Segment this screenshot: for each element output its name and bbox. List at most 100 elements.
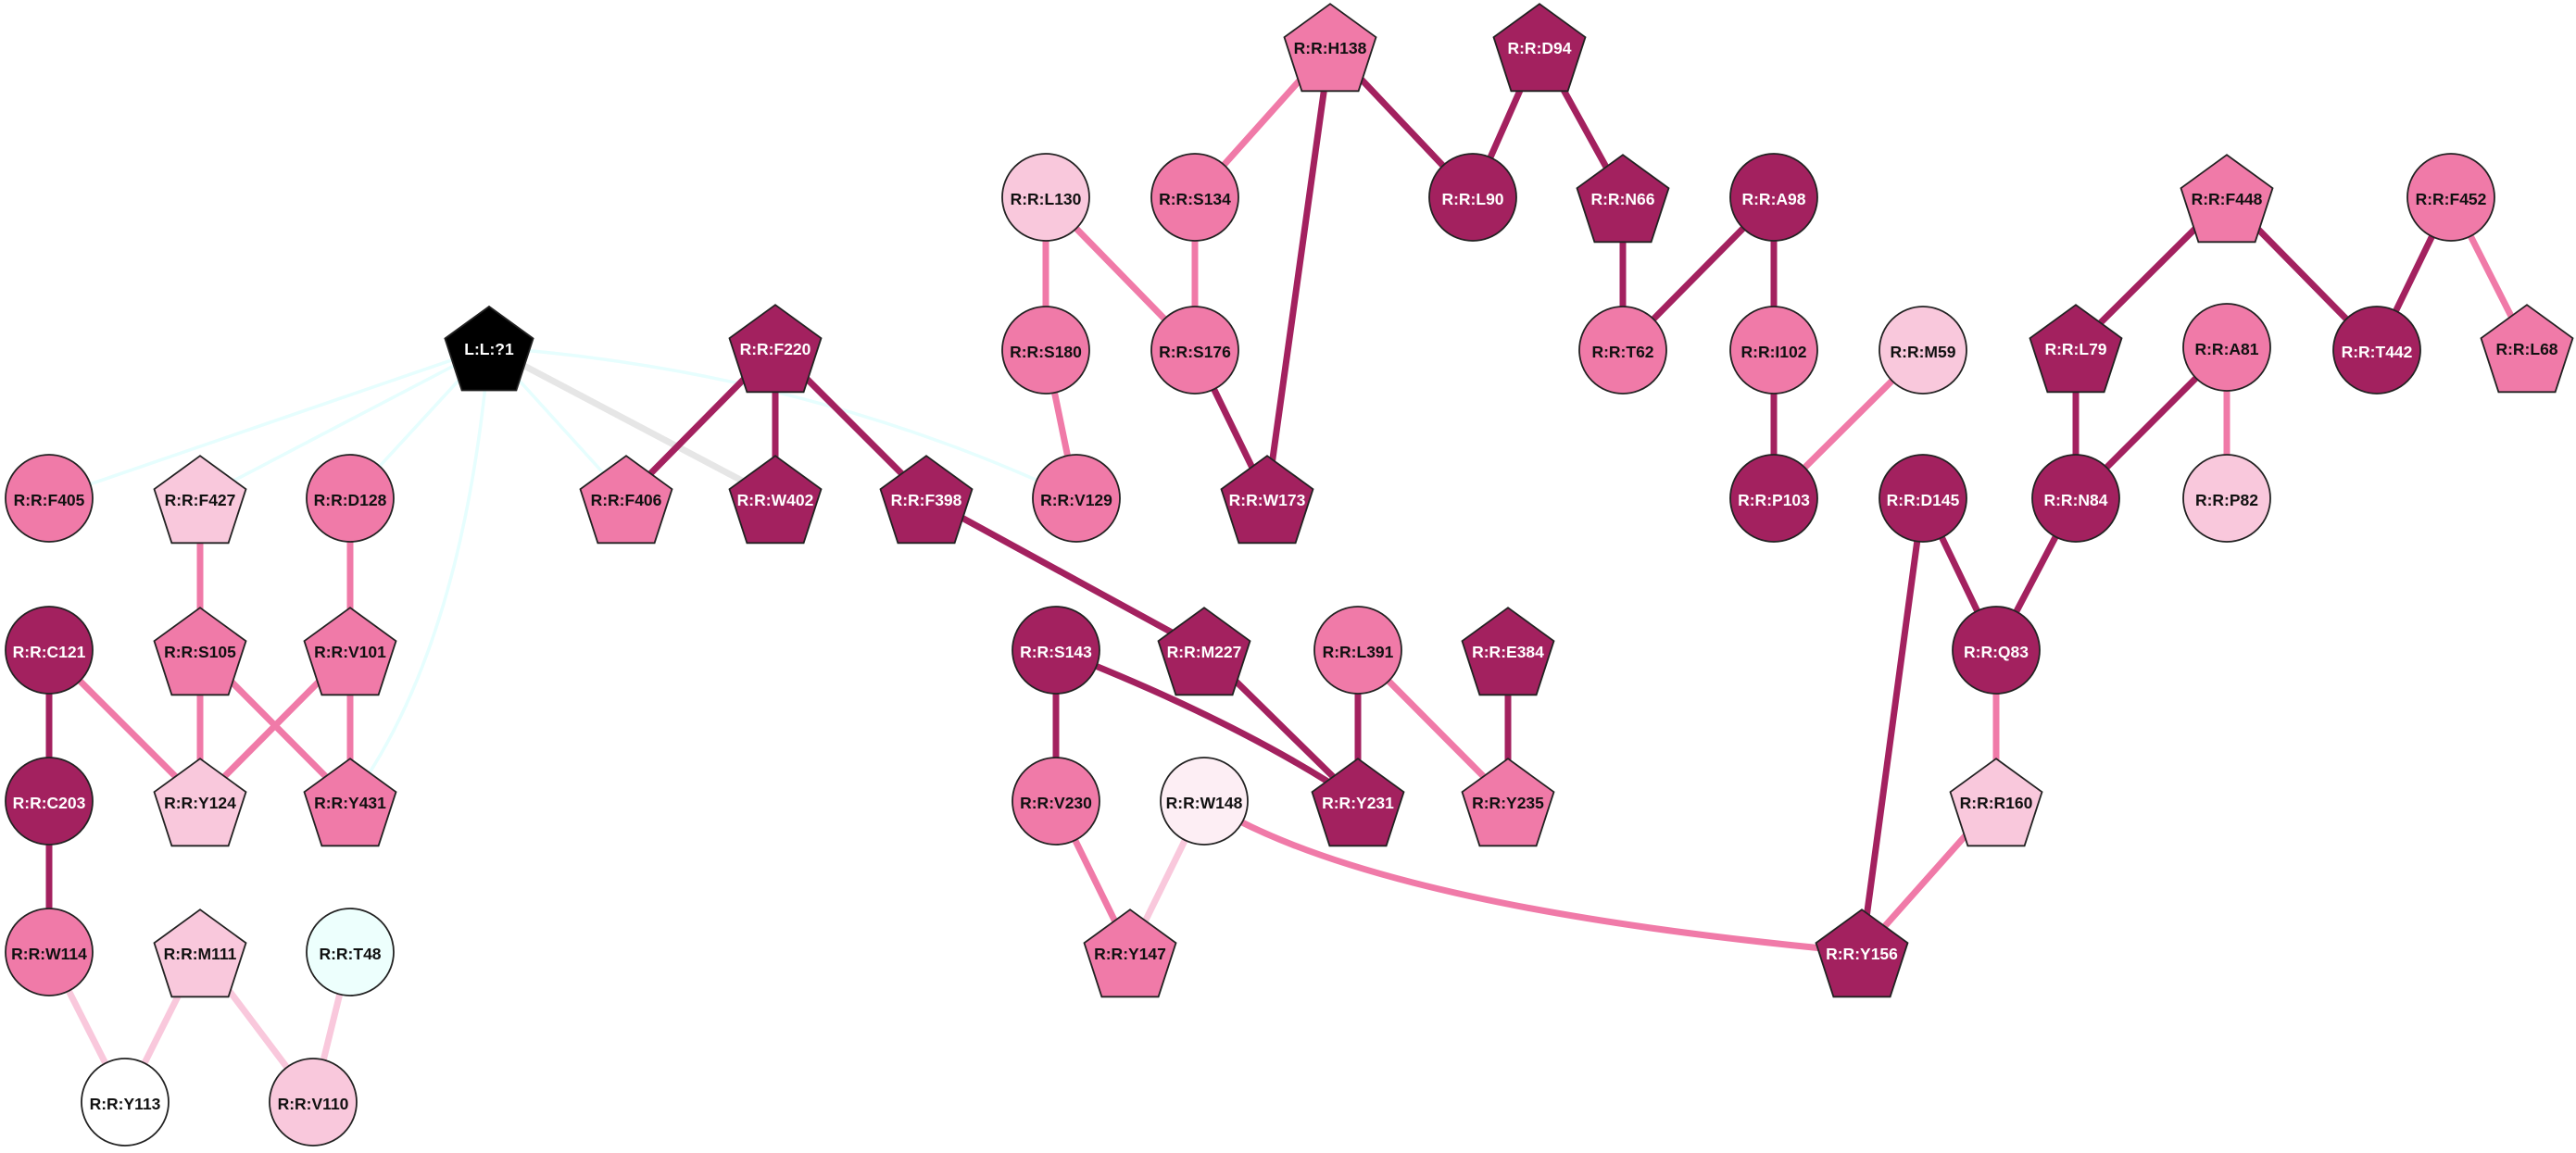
node-label: R:R:V129 bbox=[1040, 491, 1112, 509]
node-r-r-h138[interactable]: R:R:H138 bbox=[1283, 3, 1377, 93]
node-label: R:R:T62 bbox=[1591, 343, 1653, 361]
node-pentagon bbox=[1220, 455, 1314, 545]
node-r-r-v110[interactable]: R:R:V110 bbox=[269, 1058, 358, 1147]
node-r-r-n84[interactable]: R:R:N84 bbox=[2031, 454, 2120, 543]
node-circle bbox=[306, 908, 395, 996]
node-circle bbox=[269, 1058, 358, 1147]
node-circle bbox=[5, 454, 94, 543]
node-r-r-m59[interactable]: R:R:M59 bbox=[1879, 306, 1967, 395]
node-r-r-s180[interactable]: R:R:S180 bbox=[1001, 306, 1090, 395]
node-label: R:R:W402 bbox=[737, 491, 814, 509]
edge-l-l-1-r-r-y431 bbox=[348, 345, 491, 803]
node-r-r-m111[interactable]: R:R:M111 bbox=[153, 909, 247, 998]
node-pentagon bbox=[153, 909, 247, 998]
node-r-r-p103[interactable]: R:R:P103 bbox=[1729, 454, 1818, 543]
node-r-r-d128[interactable]: R:R:D128 bbox=[306, 454, 395, 543]
node-r-r-f448[interactable]: R:R:F448 bbox=[2180, 154, 2274, 244]
edge-r-r-d145-r-r-y156 bbox=[1858, 495, 1927, 956]
node-r-r-a81[interactable]: R:R:A81 bbox=[2182, 303, 2271, 392]
edge-l-l-1-r-r-f427 bbox=[198, 345, 491, 500]
node-r-r-f452[interactable]: R:R:F452 bbox=[2406, 153, 2495, 242]
node-r-r-y147[interactable]: R:R:Y147 bbox=[1083, 909, 1177, 998]
node-r-r-t442[interactable]: R:R:T442 bbox=[2332, 306, 2421, 395]
node-r-r-s134[interactable]: R:R:S134 bbox=[1150, 153, 1239, 242]
node-r-r-t48[interactable]: R:R:T48 bbox=[306, 908, 395, 996]
node-label: R:R:P82 bbox=[2195, 491, 2258, 509]
edge-r-r-h138-r-r-w173 bbox=[1263, 43, 1334, 502]
node-r-r-n66[interactable]: R:R:N66 bbox=[1576, 154, 1670, 244]
node-r-r-e384[interactable]: R:R:E384 bbox=[1461, 607, 1555, 696]
node-r-r-f406[interactable]: R:R:F406 bbox=[579, 455, 673, 545]
node-r-r-s105[interactable]: R:R:S105 bbox=[153, 607, 247, 696]
node-pentagon bbox=[1461, 607, 1555, 696]
node-label: R:R:F220 bbox=[740, 340, 811, 358]
node-r-r-v230[interactable]: R:R:V230 bbox=[1012, 757, 1100, 846]
node-r-r-l90[interactable]: R:R:L90 bbox=[1428, 153, 1517, 242]
node-label: R:R:V230 bbox=[1020, 794, 1092, 812]
node-label: R:R:S180 bbox=[1010, 343, 1082, 361]
node-r-r-m227[interactable]: R:R:M227 bbox=[1157, 607, 1251, 696]
node-circle bbox=[1160, 757, 1249, 846]
node-l-l-1[interactable]: L:L:?1 bbox=[444, 305, 534, 392]
node-label: R:R:L79 bbox=[2044, 340, 2106, 358]
node-label: R:R:M227 bbox=[1167, 643, 1242, 661]
node-label: R:R:F405 bbox=[14, 491, 85, 509]
node-r-r-l391[interactable]: R:R:L391 bbox=[1313, 606, 1402, 695]
node-r-r-c121[interactable]: R:R:C121 bbox=[5, 606, 94, 695]
node-pentagon bbox=[444, 305, 534, 392]
edge-l-l-1-r-r-w402 bbox=[485, 344, 779, 502]
node-r-r-p82[interactable]: R:R:P82 bbox=[2182, 454, 2271, 543]
node-circle bbox=[1428, 153, 1517, 242]
node-r-r-r160[interactable]: R:R:R160 bbox=[1949, 758, 2043, 847]
node-pentagon bbox=[1311, 758, 1405, 847]
node-pentagon bbox=[879, 455, 974, 545]
node-r-r-i102[interactable]: R:R:I102 bbox=[1729, 306, 1818, 395]
node-r-r-w148[interactable]: R:R:W148 bbox=[1160, 757, 1249, 846]
node-label: R:R:Y231 bbox=[1322, 794, 1394, 812]
node-label: L:L:?1 bbox=[464, 340, 514, 358]
node-circle bbox=[1729, 454, 1818, 543]
node-r-r-f220[interactable]: R:R:F220 bbox=[728, 304, 823, 394]
node-r-r-y156[interactable]: R:R:Y156 bbox=[1815, 909, 1909, 998]
node-circle bbox=[306, 454, 395, 543]
node-r-r-l79[interactable]: R:R:L79 bbox=[2029, 304, 2123, 394]
node-r-r-y431[interactable]: R:R:Y431 bbox=[303, 758, 397, 847]
node-r-r-w173[interactable]: R:R:W173 bbox=[1220, 455, 1314, 545]
node-r-r-a98[interactable]: R:R:A98 bbox=[1729, 153, 1818, 242]
node-r-r-w114[interactable]: R:R:W114 bbox=[5, 908, 94, 996]
node-circle bbox=[81, 1058, 170, 1147]
node-r-r-q83[interactable]: R:R:Q83 bbox=[1952, 606, 2041, 695]
node-r-r-w402[interactable]: R:R:W402 bbox=[728, 455, 823, 545]
node-r-r-d94[interactable]: R:R:D94 bbox=[1492, 3, 1587, 93]
node-r-r-t62[interactable]: R:R:T62 bbox=[1578, 306, 1667, 395]
node-circle bbox=[2332, 306, 2421, 395]
node-circle bbox=[5, 606, 94, 695]
node-label: R:R:V101 bbox=[314, 643, 386, 661]
node-r-r-f405[interactable]: R:R:F405 bbox=[5, 454, 94, 543]
node-label: R:R:F448 bbox=[2192, 190, 2263, 208]
node-label: R:R:F398 bbox=[891, 491, 962, 509]
node-r-r-y235[interactable]: R:R:Y235 bbox=[1461, 758, 1555, 847]
node-r-r-y124[interactable]: R:R:Y124 bbox=[153, 758, 247, 847]
node-label: R:R:W173 bbox=[1229, 491, 1306, 509]
node-label: R:R:F406 bbox=[591, 491, 662, 509]
node-pentagon bbox=[153, 455, 247, 545]
node-r-r-l68[interactable]: R:R:L68 bbox=[2480, 304, 2574, 394]
node-label: R:R:D94 bbox=[1507, 39, 1571, 57]
node-r-r-y231[interactable]: R:R:Y231 bbox=[1311, 758, 1405, 847]
node-r-r-y113[interactable]: R:R:Y113 bbox=[81, 1058, 170, 1147]
node-circle bbox=[2182, 454, 2271, 543]
node-r-r-d145[interactable]: R:R:D145 bbox=[1879, 454, 1967, 543]
node-r-r-f427[interactable]: R:R:F427 bbox=[153, 455, 247, 545]
node-r-r-c203[interactable]: R:R:C203 bbox=[5, 757, 94, 846]
node-r-r-l130[interactable]: R:R:L130 bbox=[1001, 153, 1090, 242]
node-r-r-s176[interactable]: R:R:S176 bbox=[1150, 306, 1239, 395]
node-label: R:R:Y147 bbox=[1094, 945, 1166, 963]
node-r-r-s143[interactable]: R:R:S143 bbox=[1012, 606, 1100, 695]
node-circle bbox=[1012, 606, 1100, 695]
node-label: R:R:C203 bbox=[13, 794, 86, 812]
node-r-r-v101[interactable]: R:R:V101 bbox=[303, 607, 397, 696]
node-r-r-f398[interactable]: R:R:F398 bbox=[879, 455, 974, 545]
node-r-r-v129[interactable]: R:R:V129 bbox=[1032, 454, 1121, 543]
